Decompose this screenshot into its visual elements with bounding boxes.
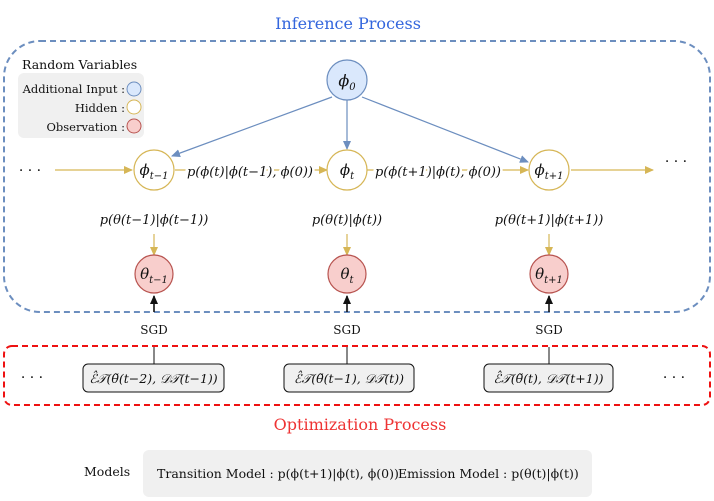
legend-title: Random Variables	[22, 57, 137, 72]
transition-label-2: p(ϕ(t+1)|ϕ(t), ϕ(0))	[375, 165, 501, 180]
node-phi-t	[326, 149, 368, 191]
node-phi-tp1	[528, 149, 570, 191]
node-phi-tm1-label: ϕt−1	[140, 161, 169, 182]
arrow-phi0-to-phi-tm1	[171, 96, 333, 157]
inference-process-border	[3, 40, 711, 313]
loss-label-t: ℰ̂𝒯(θ̃(t−1), 𝒟𝒯(t))	[294, 371, 404, 386]
node-theta-tp1-label: θt+1	[535, 265, 563, 286]
node-phi0-label: ϕ0	[338, 71, 356, 93]
ellipsis-chain-right: · · ·	[665, 154, 687, 170]
legend-swatch-hidden	[126, 99, 142, 115]
emission-label-tp1: p(θ(t+1)|ϕ(t+1))	[495, 213, 604, 228]
node-phi-tp1-label: ϕt+1	[535, 161, 564, 182]
optimization-process-title: Optimization Process	[274, 415, 447, 434]
sgd-label-t: SGD	[333, 323, 360, 337]
node-theta-t-label: θt	[340, 265, 354, 286]
loss-box-t	[283, 363, 415, 393]
emission-label-tm1: p(θ(t−1)|ϕ(t−1))	[100, 213, 209, 228]
node-phi0	[326, 59, 368, 101]
emission-model-label: Emission Model : p(θ(t)|ϕ(t))	[398, 466, 579, 481]
transition-model-label: Transition Model : p(ϕ(t+1)|ϕ(t), ϕ(0))	[157, 466, 399, 481]
arrow-phi0-to-phi-tp1	[361, 96, 529, 163]
node-phi-tm1	[133, 149, 175, 191]
sgd-label-tm1: SGD	[140, 323, 167, 337]
node-theta-t	[327, 254, 367, 294]
node-theta-tp1	[529, 254, 569, 294]
node-theta-tm1	[134, 254, 174, 294]
legend-label-additional: Additional Input :	[22, 82, 125, 96]
node-theta-tm1-label: θt−1	[140, 265, 168, 286]
loss-box-tp1	[483, 363, 614, 393]
legend-swatch-observation	[126, 118, 142, 134]
optimization-process-border	[3, 345, 711, 406]
ellipsis-opt-left: · · ·	[21, 370, 43, 386]
loss-label-tm1: ℰ̂𝒯(θ̃(t−2), 𝒟𝒯(t−1))	[89, 371, 217, 386]
models-label: Models	[84, 464, 130, 479]
legend-panel	[18, 73, 144, 138]
loss-box-tm1	[82, 363, 225, 393]
inference-process-title: Inference Process	[275, 14, 421, 33]
models-panel	[143, 450, 592, 497]
loss-label-tp1: ℰ̂𝒯(θ̃(t), 𝒟𝒯(t+1))	[494, 371, 604, 386]
ellipsis-opt-right: · · ·	[663, 370, 685, 386]
ellipsis-chain-left: · · ·	[19, 163, 41, 179]
legend-label-hidden: Hidden :	[75, 101, 125, 115]
legend-label-observation: Observation :	[46, 120, 125, 134]
node-phi-t-label: ϕt	[340, 161, 355, 182]
sgd-label-tp1: SGD	[535, 323, 562, 337]
emission-label-t: p(θ(t)|ϕ(t))	[312, 213, 382, 228]
legend-swatch-additional	[126, 81, 142, 97]
transition-label-1: p(ϕ(t)|ϕ(t−1), ϕ(0))	[187, 165, 313, 180]
